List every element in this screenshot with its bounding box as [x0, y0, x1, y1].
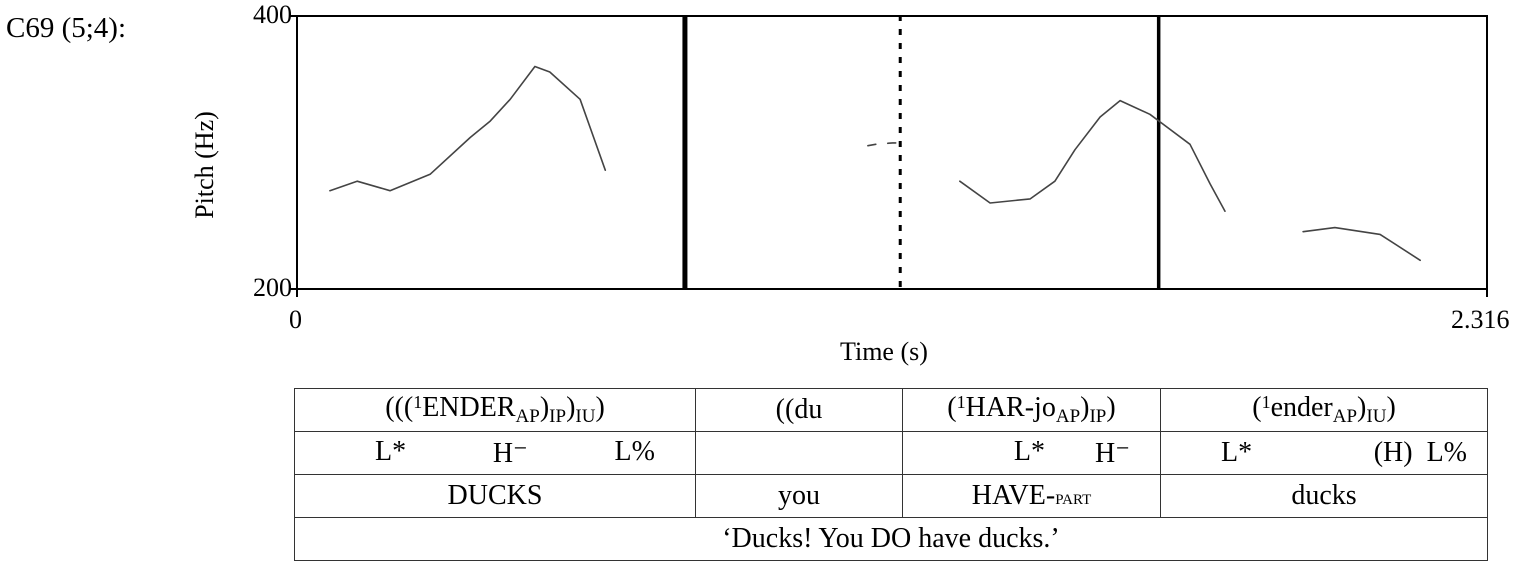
tone-row: L* H⁻ L% L* H⁻ L* (H) L% [294, 431, 1488, 475]
x-axis-label: Time (s) [840, 337, 928, 366]
prosodic-cell: (1enderAP)IU) [1160, 388, 1488, 432]
pitch-contour-2 [867, 142, 901, 147]
x-tick-0: 0 [289, 305, 302, 334]
y-tick-200: 200 [253, 273, 292, 302]
gloss-cell: HAVE-PART [902, 474, 1161, 518]
prosodic-cell: (1HAR-joAP)IP) [902, 388, 1161, 432]
example-id: C69 (5;4): [6, 12, 127, 44]
x-tick-end: 2.316 [1451, 305, 1510, 334]
gloss-cell: you [695, 474, 903, 518]
tone-label: L* [375, 436, 407, 467]
tone-label: (H) [1373, 437, 1413, 468]
tone-label: L% [1426, 437, 1467, 468]
prosodic-row: (((1ENDERAP)IP)IU)((du(1HAR-joAP)IP)(1en… [294, 388, 1488, 432]
tone-label: H⁻ [1095, 438, 1130, 469]
pitch-contour-1 [329, 65, 607, 192]
tone-label: L* [1013, 436, 1045, 467]
pitch-contours [329, 65, 1421, 262]
translation-row: ‘Ducks! You DO have ducks.’ [294, 517, 1488, 561]
tone-cell [695, 431, 903, 475]
translation: ‘Ducks! You DO have ducks.’ [294, 517, 1488, 561]
gloss-cell: ducks [1160, 474, 1488, 518]
plot-frame [289, 15, 1488, 297]
gloss-cell: DUCKS [294, 474, 696, 518]
y-tick-400: 400 [253, 0, 292, 29]
tone-label: L* [1221, 437, 1253, 468]
tone-cell: L* H⁻ L% [294, 431, 696, 475]
pitch-contour-4 [1302, 226, 1421, 262]
prosodic-cell: (((1ENDERAP)IP)IU) [294, 388, 696, 432]
tone-cell: L* (H) L% [1160, 431, 1488, 475]
tone-label: H⁻ [492, 438, 528, 469]
tone-cell: L* H⁻ [902, 431, 1161, 475]
pitch-contour-3 [958, 99, 1226, 212]
pitch-plot [289, 15, 1488, 297]
boundary-lines [682, 15, 1161, 290]
tone-label: L% [614, 436, 655, 467]
prosodic-cell: ((du [695, 388, 903, 432]
annotation-table: (((1ENDERAP)IP)IU)((du(1HAR-joAP)IP)(1en… [294, 388, 1488, 561]
